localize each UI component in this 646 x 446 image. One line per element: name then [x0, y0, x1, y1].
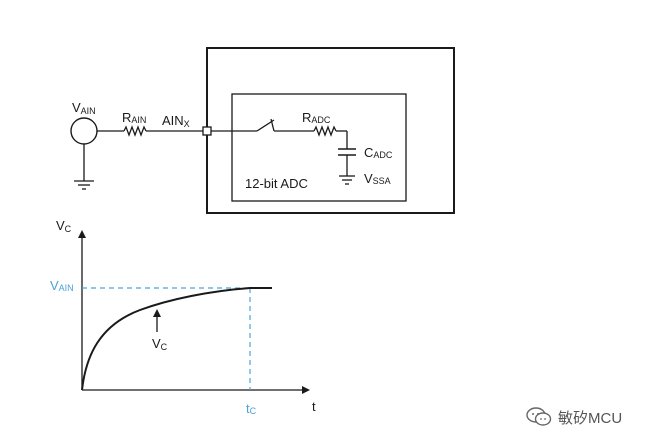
- r-ain-label: RAIN: [122, 110, 146, 125]
- adc-label: 12-bit ADC: [245, 176, 308, 191]
- vssa-ground-symbol: [339, 175, 355, 185]
- switch-contact: [270, 118, 275, 132]
- vc-curve-label: VC: [152, 336, 168, 352]
- tc-label: tC: [246, 401, 257, 416]
- v-ssa-label: VSSA: [364, 171, 391, 186]
- wechat-icon: [526, 407, 552, 426]
- r-adc-label: RADC: [302, 110, 331, 125]
- ain-pin-label: AINX: [162, 113, 190, 129]
- graph-x-label: t: [312, 399, 316, 414]
- vc-charging-curve: [81, 287, 272, 391]
- adc-inner-box: [231, 93, 407, 202]
- c-adc-label: CADC: [364, 145, 393, 160]
- graph-y-label: VC: [56, 218, 72, 234]
- ain-pin: [202, 126, 212, 136]
- source-ground-symbol: [74, 180, 94, 190]
- vain-level-label: VAIN: [50, 278, 74, 293]
- voltage-source-circle: [70, 117, 98, 145]
- r-ain-resistor: [123, 125, 147, 137]
- source-label: VAIN: [72, 100, 96, 116]
- watermark: 敏矽MCU: [526, 405, 622, 429]
- r-adc-resistor: [313, 125, 337, 137]
- watermark-text: 敏矽MCU: [558, 409, 623, 427]
